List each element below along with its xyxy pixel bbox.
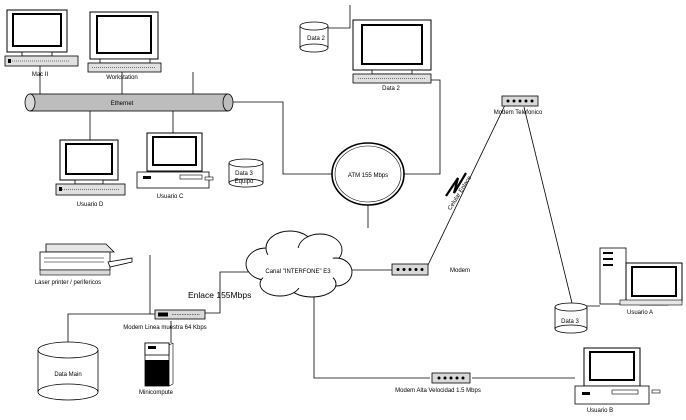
modem-alta-label: Modem Alta Velocidad 1.5 Mbps [395, 388, 481, 394]
laser-printer [39, 243, 133, 276]
usuario-a-computer [599, 247, 683, 306]
modem-device [391, 263, 429, 276]
workstation-computer [87, 11, 162, 73]
modem-alta-velocidad-device [431, 372, 471, 384]
modem-linea-label: Modem Linea muestra 64 Kbps [123, 325, 206, 331]
mac-ii-label: Mac II [32, 72, 49, 78]
line-telefonico-data3 [523, 106, 573, 304]
line-cloud-modem-linea [205, 271, 248, 314]
minicomputer [144, 342, 174, 387]
modem-telefonico-device [501, 95, 539, 107]
data-3-equipo-sublabel: Equipo [235, 179, 254, 185]
data-2-computer [352, 19, 432, 84]
data-2-cylinder-label: Data 2 [307, 36, 325, 42]
line-ethernet-atm [228, 101, 333, 175]
modem-telefonico-label: Modem Telefonico [494, 110, 543, 116]
lightning-bolt-icon [445, 172, 467, 197]
data-3-right-label: Data 3 [561, 319, 579, 325]
atm-ring [331, 142, 405, 206]
line-modem-linea-data-main [67, 313, 155, 345]
usuario-c-computer [136, 132, 214, 189]
data-main-label: Data Main [54, 372, 81, 378]
usuario-b-computer [574, 347, 661, 405]
usuario-c-label: Usuario C [157, 194, 184, 200]
ethernet-bus [24, 93, 234, 112]
modem-linea-device [154, 309, 206, 320]
minicomputer-label: Minicompute [139, 390, 174, 396]
data-3-equipo-cylinder [228, 158, 264, 188]
laser-printer-label: Laser printer / perifericos [35, 280, 101, 286]
usuario-a-label: Usuario A [627, 310, 653, 316]
modem-label: Modem [450, 268, 470, 274]
cloud-label: Canal "INTERFONE" E3 [265, 269, 331, 275]
mac-ii-computer [4, 9, 79, 67]
data-3-right-cylinder [554, 302, 588, 334]
data-main-cylinder [37, 341, 99, 401]
enlace-label: Enlace 155Mbps [188, 290, 251, 300]
usuario-d-computer [55, 139, 126, 196]
data-2-cylinder [299, 21, 329, 53]
line-cloud-modem-alta [313, 292, 430, 379]
data-3-equipo-label: Data 3 [235, 171, 253, 177]
ethernet-label: Ethernet [111, 101, 134, 107]
atm-label: ATM 155 Mbps [348, 173, 388, 179]
interfone-cloud [245, 230, 353, 298]
data-2-pc-label: Data 2 [382, 86, 400, 92]
line-modem-to-telefonico [427, 104, 506, 266]
usuario-b-label: Usuario B [587, 408, 613, 414]
usuario-d-label: Usuario D [77, 202, 104, 208]
workstation-label: Workstation [106, 75, 138, 81]
